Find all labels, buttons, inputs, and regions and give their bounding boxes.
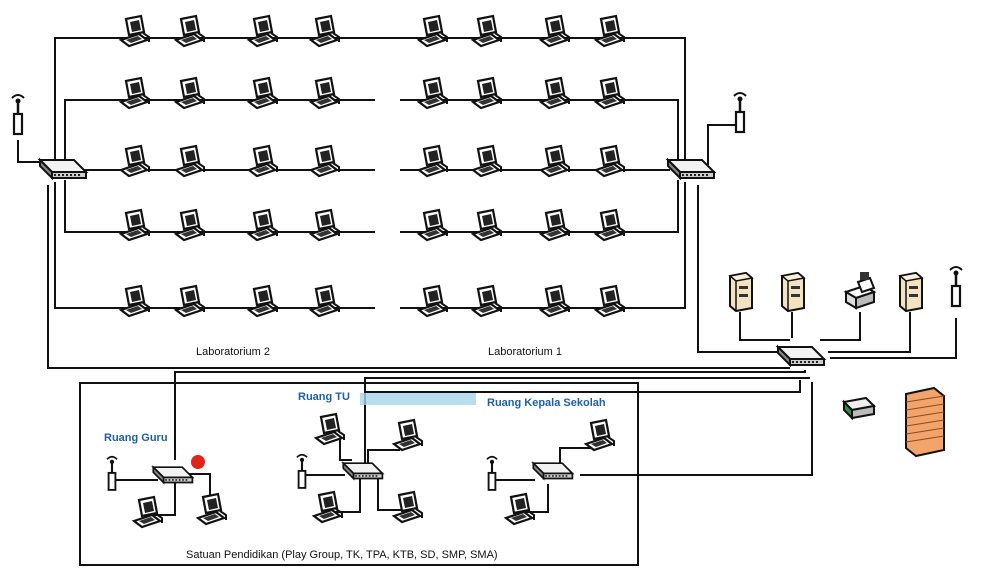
printer-icon	[845, 271, 875, 309]
antenna-icon	[105, 455, 119, 491]
computer-icon	[417, 144, 449, 178]
ruang-guru-label: Ruang Guru	[104, 432, 168, 444]
computer-icon	[119, 14, 151, 48]
computer-icon	[247, 284, 279, 318]
computer-icon	[174, 14, 206, 48]
computer-icon	[594, 14, 626, 48]
computer-icon	[584, 418, 616, 452]
computer-icon	[594, 284, 626, 318]
computer-icon	[174, 144, 206, 178]
switch-icon	[777, 346, 825, 366]
computer-icon	[594, 208, 626, 242]
computer-icon	[392, 418, 424, 452]
ruang-tu-highlight	[360, 393, 476, 405]
switch-icon	[39, 159, 87, 179]
cables	[17, 37, 957, 516]
computer-icon	[132, 495, 164, 529]
computer-icon	[471, 284, 503, 318]
computer-icon	[471, 208, 503, 242]
computer-icon	[119, 208, 151, 242]
computer-icon	[314, 412, 346, 446]
antenna-icon	[295, 453, 309, 489]
computer-icon	[247, 144, 279, 178]
computer-icon	[471, 144, 503, 178]
switch-icon	[342, 462, 384, 480]
computer-icon	[539, 76, 571, 110]
computer-icon	[392, 490, 424, 524]
computer-icon	[417, 76, 449, 110]
computer-icon	[504, 492, 536, 526]
computer-icon	[594, 76, 626, 110]
lab2-label: Laboratorium 2	[196, 346, 270, 358]
ruang-tu-label: Ruang TU	[298, 391, 350, 403]
computer-icon	[309, 144, 341, 178]
red-dot-marker	[191, 455, 205, 469]
computer-icon	[594, 144, 626, 178]
lab1-label: Laboratorium 1	[488, 346, 562, 358]
ruang-kepala-label: Ruang Kepala Sekolah	[487, 397, 606, 409]
computer-icon	[119, 144, 151, 178]
firewall-icon	[905, 386, 945, 458]
computer-icon	[417, 14, 449, 48]
computer-icon	[417, 208, 449, 242]
switch-icon	[152, 466, 194, 484]
computer-icon	[247, 14, 279, 48]
server-icon	[781, 272, 805, 312]
server-icon	[729, 272, 753, 312]
switch-icon	[532, 462, 574, 480]
antenna-icon	[732, 91, 748, 134]
computer-icon	[309, 76, 341, 110]
computer-icon	[309, 284, 341, 318]
computer-icon	[539, 14, 571, 48]
router-icon	[841, 396, 877, 421]
computer-icon	[247, 76, 279, 110]
computer-icon	[539, 208, 571, 242]
computer-icon	[539, 144, 571, 178]
computer-icon	[174, 76, 206, 110]
computer-icon	[471, 14, 503, 48]
antenna-icon	[10, 93, 26, 136]
computer-icon	[174, 208, 206, 242]
server-icon	[899, 272, 923, 312]
antenna-icon	[948, 265, 964, 308]
computer-icon	[119, 284, 151, 318]
computer-icon	[247, 208, 279, 242]
computer-icon	[174, 284, 206, 318]
satuan-label: Satuan Pendidikan (Play Group, TK, TPA, …	[186, 549, 498, 561]
computer-icon	[539, 284, 571, 318]
computer-icon	[119, 76, 151, 110]
antenna-icon	[485, 455, 499, 491]
satuan-pendidikan-box	[79, 382, 639, 566]
computer-icon	[417, 284, 449, 318]
computer-icon	[196, 492, 228, 526]
computer-icon	[309, 208, 341, 242]
computer-icon	[312, 490, 344, 524]
computer-icon	[471, 76, 503, 110]
computer-icon	[309, 14, 341, 48]
